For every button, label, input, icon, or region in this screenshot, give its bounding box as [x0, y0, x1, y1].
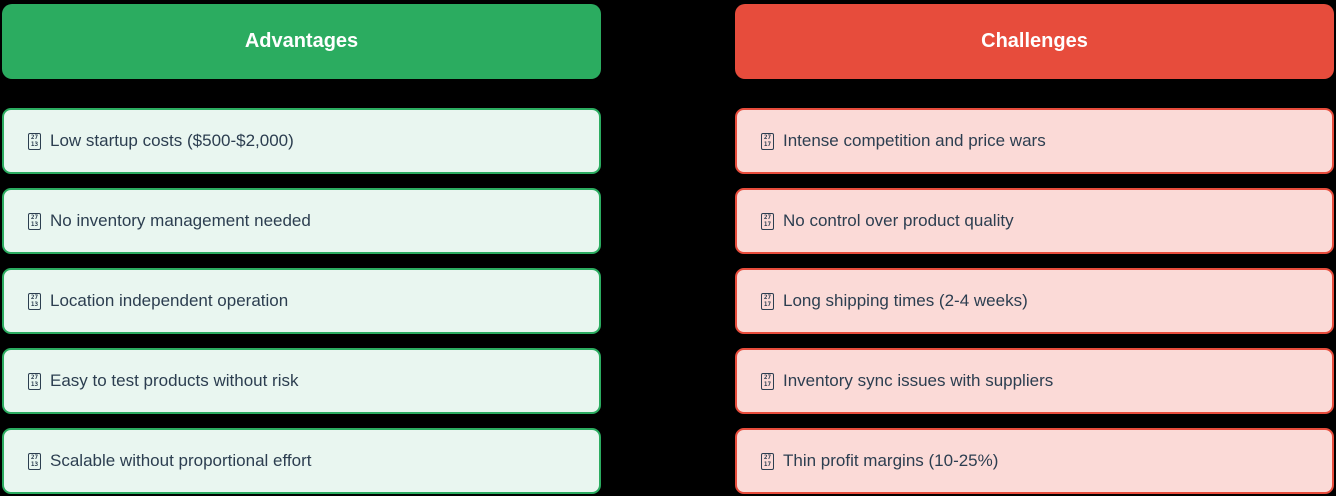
- advantage-item-label: Low startup costs ($500-$2,000): [50, 131, 294, 150]
- challenge-item-label: Inventory sync issues with suppliers: [783, 371, 1054, 390]
- advantages-header-label: Advantages: [244, 30, 359, 52]
- challenge-item-label: Long shipping times (2-4 weeks): [783, 291, 1028, 310]
- challenges-header-label: Challenges: [981, 30, 1088, 52]
- challenge-item-label: Intense competition and price wars: [783, 131, 1046, 150]
- challenges-header: Challenges: [735, 4, 1334, 79]
- advantage-item-label: Location independent operation: [50, 291, 289, 310]
- advantages-header: Advantages: [2, 4, 601, 79]
- challenge-item-label: No control over product quality: [783, 211, 1014, 230]
- advantage-item-label: Scalable without proportional effort: [50, 451, 312, 470]
- advantage-item-label: Easy to test products without risk: [50, 371, 299, 390]
- advantage-item-label: No inventory management needed: [50, 211, 311, 230]
- challenge-item-label: Thin profit margins (10-25%): [783, 451, 999, 470]
